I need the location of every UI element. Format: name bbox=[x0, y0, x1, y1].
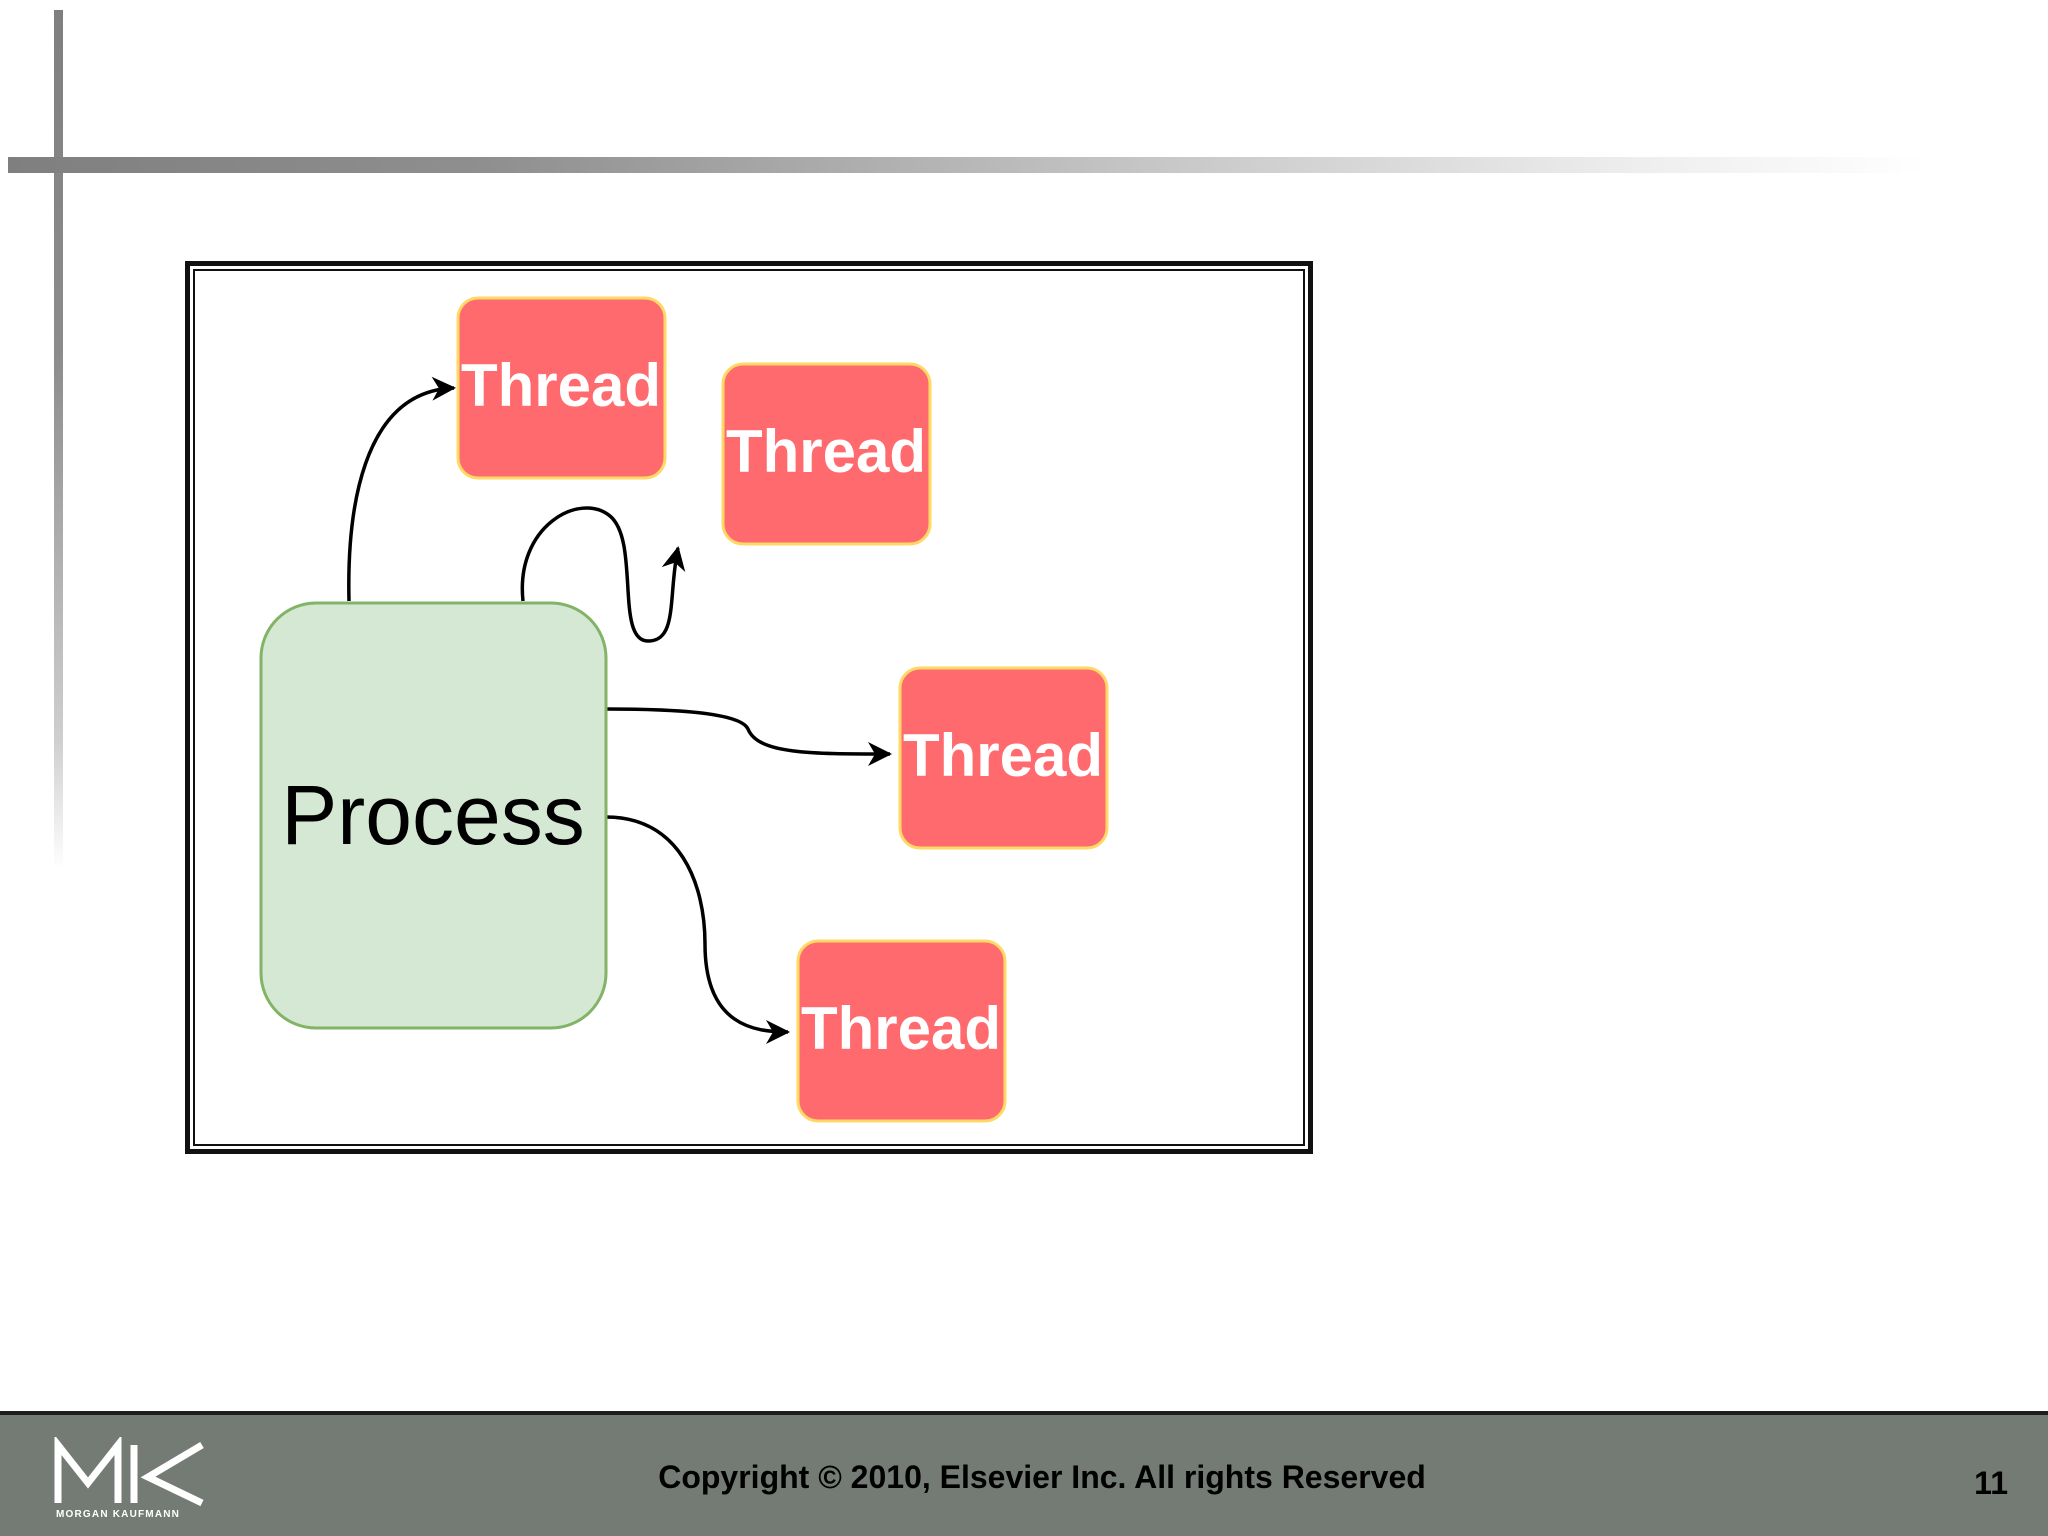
edge-process-to-thread-1 bbox=[347, 376, 456, 602]
slide-footer: MORGAN KAUFMANN Copyright © 2010, Elsevi… bbox=[0, 1411, 2048, 1536]
edge-process-to-thread-3 bbox=[605, 707, 892, 766]
process-label: Process bbox=[281, 768, 584, 862]
thread-node-4: Thread bbox=[796, 939, 1007, 1123]
thread-label-1: Thread bbox=[461, 352, 661, 419]
thread-node-1: Thread bbox=[456, 296, 667, 480]
logo-subtext: MORGAN KAUFMANN bbox=[56, 1509, 181, 1520]
thread-node-2: Thread bbox=[721, 362, 932, 546]
title-accent-vertical-bar bbox=[54, 10, 63, 870]
mk-logo-mark bbox=[54, 1437, 204, 1507]
title-accent-horizontal-bar bbox=[8, 157, 1928, 173]
thread-label-4: Thread bbox=[801, 995, 1001, 1062]
diagram-frame: Process Thread Thread Thread Thread bbox=[185, 261, 1313, 1154]
thread-node-3: Thread bbox=[898, 666, 1109, 850]
edge-process-to-thread-2 bbox=[520, 506, 686, 643]
process-node: Process bbox=[259, 601, 608, 1030]
copyright-notice: Copyright © 2010, Elsevier Inc. All righ… bbox=[658, 1459, 1426, 1495]
thread-label-2: Thread bbox=[726, 418, 926, 485]
morgan-kaufmann-logo: MORGAN KAUFMANN bbox=[54, 1437, 206, 1527]
page-number: 11 bbox=[1974, 1465, 2008, 1501]
process-thread-diagram: Process Thread Thread Thread Thread bbox=[259, 296, 1109, 1123]
thread-label-3: Thread bbox=[903, 722, 1103, 789]
edge-process-to-thread-4 bbox=[605, 815, 790, 1044]
